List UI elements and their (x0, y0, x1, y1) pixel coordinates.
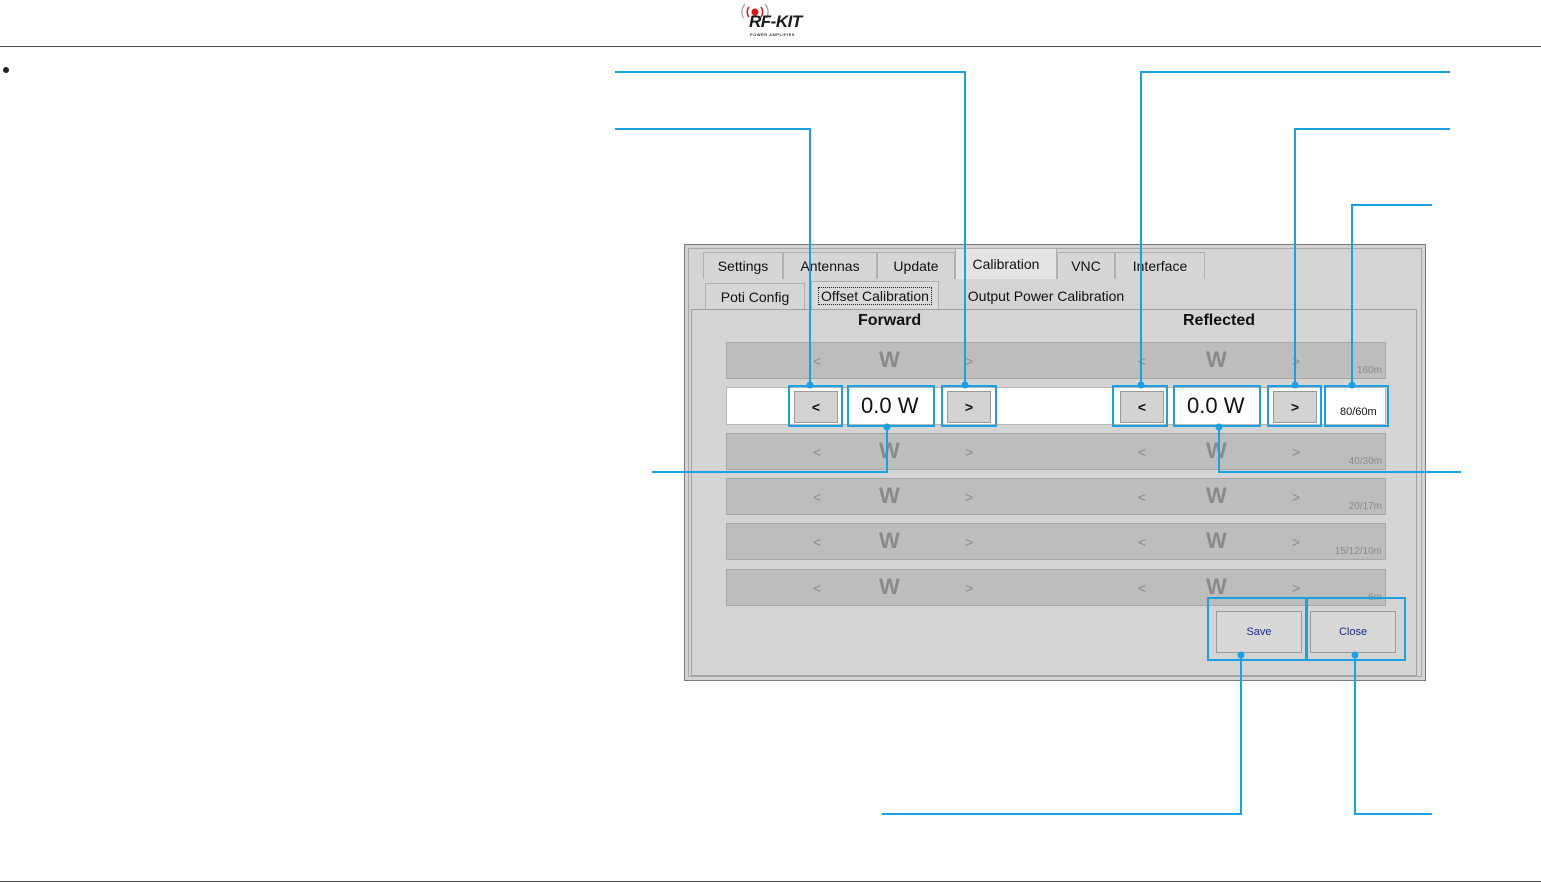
forward-decrease-arrow: < (813, 444, 822, 460)
active-band-label: 80/60m (1340, 406, 1377, 418)
forward-decrease-arrow: < (813, 489, 822, 505)
reflected-decrease-arrow: < (1138, 489, 1147, 505)
callout-dot (883, 423, 891, 431)
forward-increase-arrow: > (965, 353, 974, 369)
logo-text: RF-KIT (749, 12, 802, 31)
reflected-decrease-arrow: < (1138, 534, 1147, 550)
forward-heading: Forward (858, 312, 922, 329)
forward-unit: W (879, 528, 900, 553)
reflected-increase-arrow: > (1292, 353, 1301, 369)
tab-interface[interactable]: Interface (1115, 252, 1205, 279)
forward-increase-button[interactable]: > (947, 391, 991, 423)
forward-increase-arrow: > (965, 580, 974, 596)
forward-decrease-arrow: < (813, 580, 822, 596)
band-label: 160m (1356, 365, 1382, 376)
highlight-forward-decrease (788, 385, 843, 427)
callout-reflected-decrease (1140, 71, 1450, 385)
callout-band (1351, 204, 1432, 385)
callout-dot (961, 381, 969, 389)
subtab-poti-config[interactable]: Poti Config (705, 283, 805, 309)
tab-vnc[interactable]: VNC (1057, 252, 1115, 279)
band-label: 40/30m (1348, 456, 1382, 467)
signal-waves-icon (741, 3, 769, 18)
forward-decrease-arrow: < (813, 534, 822, 550)
reflected-increase-arrow: > (1292, 444, 1301, 460)
band-row-40-30m[interactable]: < W > < W > 40/30m (726, 433, 1386, 470)
reflected-unit: W (1206, 347, 1227, 372)
reflected-unit: W (1206, 528, 1227, 553)
callout-forward-value (652, 427, 888, 473)
reflected-decrease-arrow: < (1138, 444, 1147, 460)
band-row-6m[interactable]: < W > < W > 6m (726, 569, 1386, 606)
callout-reflected-value (1218, 427, 1461, 473)
subtab-offset-calibration[interactable]: Offset Calibration (811, 281, 939, 309)
band-label: 15/12/10m (1334, 546, 1382, 557)
callout-dot (1291, 381, 1299, 389)
forward-unit: W (879, 483, 900, 508)
top-divider (0, 46, 1541, 47)
callout-dot (1237, 651, 1245, 659)
forward-increase-arrow: > (965, 444, 974, 460)
highlight-save (1207, 597, 1308, 661)
reflected-increase-arrow: > (1292, 489, 1301, 505)
highlight-forward-value (847, 385, 935, 427)
close-button[interactable]: Close (1310, 611, 1396, 653)
reflected-increase-button[interactable]: > (1273, 391, 1317, 423)
reflected-increase-arrow: > (1292, 534, 1301, 550)
band-row-15-12-10m[interactable]: < W > < W > 15/12/10m (726, 523, 1386, 560)
reflected-decrease-arrow: < (1138, 353, 1147, 369)
forward-offset-value: 0.0 W (861, 393, 919, 418)
callout-reflected-increase (1294, 128, 1450, 385)
forward-decrease-arrow: < (813, 353, 822, 369)
forward-increase-arrow: > (965, 534, 974, 550)
callout-dot (1348, 381, 1356, 389)
reflected-decrease-button[interactable]: < (1120, 391, 1164, 423)
callout-close (1354, 655, 1432, 815)
forward-increase-arrow: > (965, 489, 974, 505)
save-button[interactable]: Save (1216, 611, 1302, 653)
callout-dot (806, 381, 814, 389)
forward-unit: W (879, 574, 900, 599)
tab-settings[interactable]: Settings (703, 252, 783, 279)
forward-unit: W (879, 347, 900, 372)
tab-calibration[interactable]: Calibration (955, 248, 1057, 279)
reflected-offset-value: 0.0 W (1187, 393, 1245, 418)
highlight-forward-increase (941, 385, 997, 427)
bullet-point (3, 67, 9, 73)
bottom-divider (0, 881, 1541, 882)
callout-forward-increase (615, 71, 966, 385)
reflected-unit: W (1206, 574, 1227, 599)
forward-decrease-button[interactable]: < (794, 391, 838, 423)
rfkit-logo: RF-KIT POWER AMPLIFIES (738, 2, 808, 42)
band-label: 20/17m (1348, 501, 1382, 512)
reflected-unit: W (1206, 483, 1227, 508)
tab-update[interactable]: Update (877, 252, 955, 279)
callout-dot (1137, 381, 1145, 389)
subtab-offset-calibration-label: Offset Calibration (818, 286, 932, 305)
logo-subtitle: POWER AMPLIFIES (750, 32, 795, 37)
highlight-band (1324, 385, 1389, 427)
callout-forward-decrease (615, 128, 811, 385)
callout-save (882, 655, 1242, 815)
reflected-unit: W (1206, 438, 1227, 463)
subtab-output-power-calibration[interactable]: Output Power Calibration (967, 288, 1125, 304)
reflected-increase-arrow: > (1292, 580, 1301, 596)
band-row-160m[interactable]: < W > < W > 160m (726, 342, 1386, 379)
reflected-decrease-arrow: < (1138, 580, 1147, 596)
callout-dot (1215, 423, 1223, 431)
tab-antennas[interactable]: Antennas (783, 252, 877, 279)
band-row-20-17m[interactable]: < W > < W > 20/17m (726, 478, 1386, 515)
reflected-heading: Reflected (1183, 312, 1256, 329)
forward-unit: W (879, 438, 900, 463)
callout-dot (1351, 651, 1359, 659)
